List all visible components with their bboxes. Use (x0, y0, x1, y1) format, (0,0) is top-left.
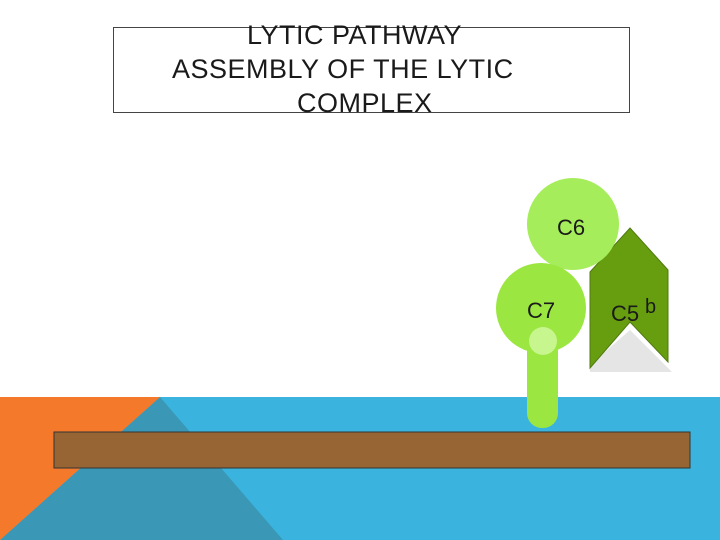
membrane-bar (53, 431, 691, 469)
c7-label: C7 (527, 298, 555, 323)
c7-circle (496, 263, 586, 353)
title-line-3: COMPLEX (297, 88, 433, 118)
c5b-gray-base (590, 330, 672, 372)
c6-label: C6 (557, 215, 585, 240)
title-box (113, 27, 630, 113)
c5b-shape (589, 227, 669, 370)
title-line-2: ASSEMBLY OF THE LYTIC (172, 54, 514, 84)
c6-circle (527, 178, 619, 270)
c7-inner-knob (529, 327, 557, 355)
c5b-label: C5 (611, 301, 639, 326)
c5b-subscript-label: b (645, 296, 656, 318)
c7-stalk (527, 336, 558, 428)
title-line-1: LYTIC PATHWAY (247, 20, 463, 50)
